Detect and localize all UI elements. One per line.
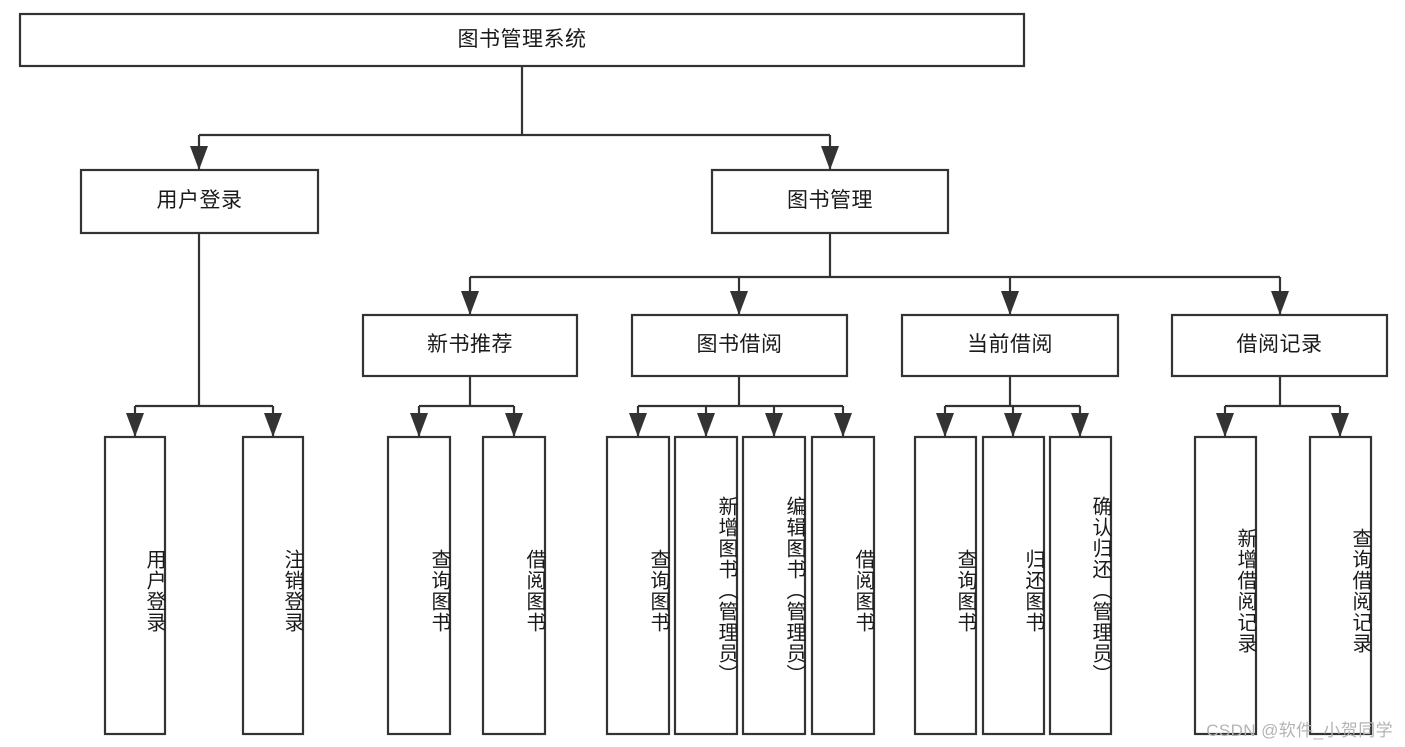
- node-box-leaf-add-record[interactable]: [1193, 435, 1258, 736]
- node-box-leaf-add-book[interactable]: [673, 435, 739, 736]
- watermark-text: CSDN @软件_小贺同学: [1206, 721, 1393, 740]
- node-box-current-borrow[interactable]: [900, 313, 1120, 378]
- node-box-book-manage[interactable]: [710, 168, 950, 235]
- arrow-icon-group-3-2: [1071, 413, 1089, 437]
- node-box-leaf-user-login[interactable]: [103, 435, 167, 736]
- node-box-borrow-record[interactable]: [1170, 313, 1389, 378]
- arrow-icon-bookmanage-3: [1271, 291, 1289, 315]
- arrow-icon-bookmanage-2: [1001, 291, 1019, 315]
- arrow-icon-group-1-1: [505, 413, 523, 437]
- arrow-icon-root-1: [821, 146, 839, 170]
- node-box-leaf-borrow-book-b[interactable]: [810, 435, 876, 736]
- arrow-icon-group-4-1: [1331, 413, 1349, 437]
- node-box-leaf-query-record[interactable]: [1308, 435, 1373, 736]
- node-box-leaf-edit-book[interactable]: [741, 435, 807, 736]
- node-box-leaf-confirm-return[interactable]: [1048, 435, 1113, 736]
- arrow-icon-group-2-0: [629, 413, 647, 437]
- node-box-leaf-query-book-rec[interactable]: [386, 435, 452, 736]
- arrow-icon-group-4-0: [1216, 413, 1234, 437]
- node-box-user-login[interactable]: [79, 168, 320, 235]
- arrow-icon-bookmanage-0: [461, 291, 479, 315]
- arrow-icon-root-0: [190, 146, 208, 170]
- node-box-leaf-query-book-b[interactable]: [605, 435, 671, 736]
- arrow-icon-bookmanage-1: [730, 291, 748, 315]
- node-box-new-book-rec[interactable]: [361, 313, 579, 378]
- node-box-root[interactable]: [18, 12, 1026, 68]
- node-box-book-borrow[interactable]: [630, 313, 849, 378]
- node-box-leaf-logout[interactable]: [241, 435, 305, 736]
- node-box-leaf-return-book[interactable]: [981, 435, 1046, 736]
- arrow-icon-group-1-0: [410, 413, 428, 437]
- arrow-icon-group-0-1: [264, 413, 282, 437]
- arrow-icon-group-2-2: [765, 413, 783, 437]
- node-box-leaf-borrow-book-rec[interactable]: [481, 435, 547, 736]
- box-layer: [18, 12, 1389, 736]
- node-box-leaf-query-book-c[interactable]: [913, 435, 978, 736]
- arrow-icon-group-2-3: [834, 413, 852, 437]
- arrow-icon-group-3-0: [936, 413, 954, 437]
- arrow-icon-group-0-0: [126, 413, 144, 437]
- connector-layer: [126, 66, 1349, 437]
- arrow-icon-group-2-1: [697, 413, 715, 437]
- arrow-icon-group-3-1: [1004, 413, 1022, 437]
